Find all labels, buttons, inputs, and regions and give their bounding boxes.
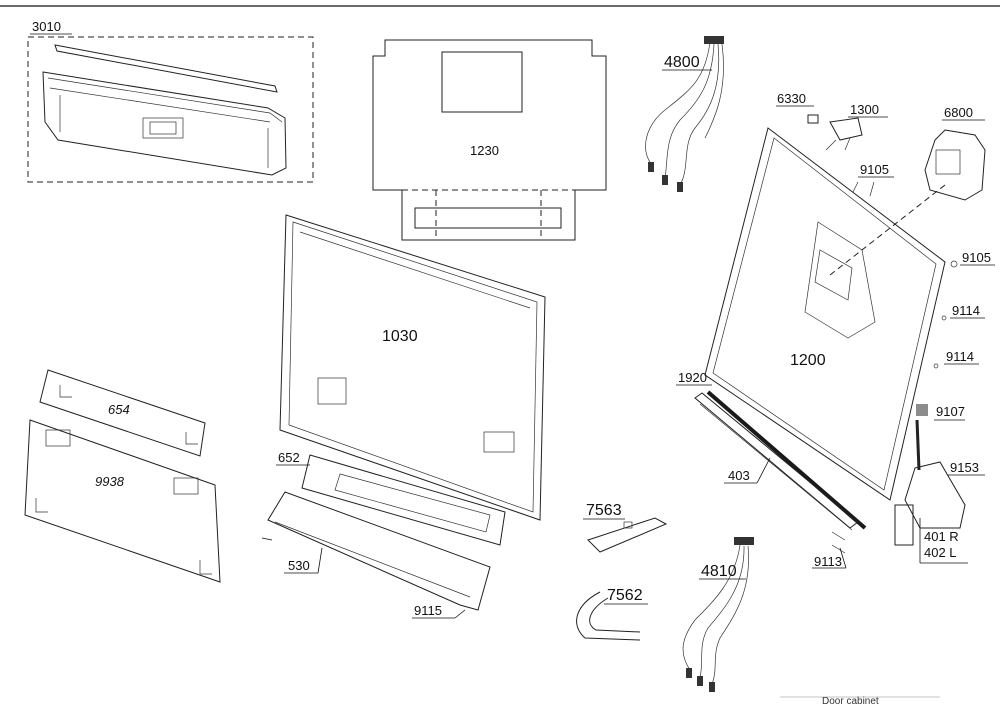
label-9938: 9938 [95, 474, 125, 489]
label-4810: 4810 [701, 563, 737, 580]
label-6330: 6330 [777, 91, 806, 106]
label-403: 403 [728, 468, 750, 483]
label-9107: 9107 [936, 404, 965, 419]
part-654-panel [39, 369, 206, 457]
label-9113: 9113 [814, 554, 842, 569]
label-4800: 4800 [664, 54, 700, 71]
label-402l: 402 L [924, 545, 957, 560]
part-652-handle [276, 454, 506, 546]
label-9114-top: 9114 [952, 303, 980, 318]
part-3010-control-panel [27, 33, 314, 183]
label-9105-top: 9105 [860, 162, 889, 177]
label-1030: 1030 [382, 328, 418, 345]
part-1230-insulation [372, 39, 607, 241]
label-7563: 7563 [586, 502, 622, 519]
part-4810-wiring [682, 537, 754, 692]
part-hinge-401-402 [894, 419, 985, 564]
part-1030-outer-door [279, 214, 546, 521]
label-9115: 9115 [414, 603, 442, 618]
label-654: 654 [108, 402, 130, 417]
part-530-kick-panel [261, 491, 491, 611]
part-9107-marker [916, 404, 965, 421]
label-1300: 1300 [850, 102, 879, 117]
part-6800-dispenser [829, 119, 986, 276]
label-530: 530 [288, 558, 310, 573]
label-9153: 9153 [950, 460, 979, 475]
footer-caption: Door cabinet [822, 696, 879, 707]
part-9105-screws [852, 176, 995, 268]
part-9938-panel [24, 419, 221, 583]
label-9114-bottom: 9114 [946, 349, 974, 364]
label-3010: 3010 [32, 19, 61, 34]
part-7562-hose [576, 591, 648, 641]
part-1920-seal [676, 384, 867, 530]
part-4800-wiring [645, 36, 724, 192]
part-6330-1300 [776, 105, 888, 151]
part-9114-screws [933, 315, 985, 369]
label-1200: 1200 [790, 352, 826, 369]
part-9115-screw [412, 609, 466, 619]
label-1920: 1920 [678, 370, 707, 385]
label-6800: 6800 [944, 105, 973, 120]
label-9105-right: 9105 [962, 250, 991, 265]
part-9113-screw [812, 531, 847, 569]
part-1200-inner-door [704, 127, 946, 501]
label-401r: 401 R [924, 529, 959, 544]
part-7563-bracket [583, 517, 668, 553]
label-1230: 1230 [470, 143, 499, 158]
label-652: 652 [278, 450, 300, 465]
part-403-rail [694, 392, 859, 531]
label-7562: 7562 [607, 587, 643, 604]
